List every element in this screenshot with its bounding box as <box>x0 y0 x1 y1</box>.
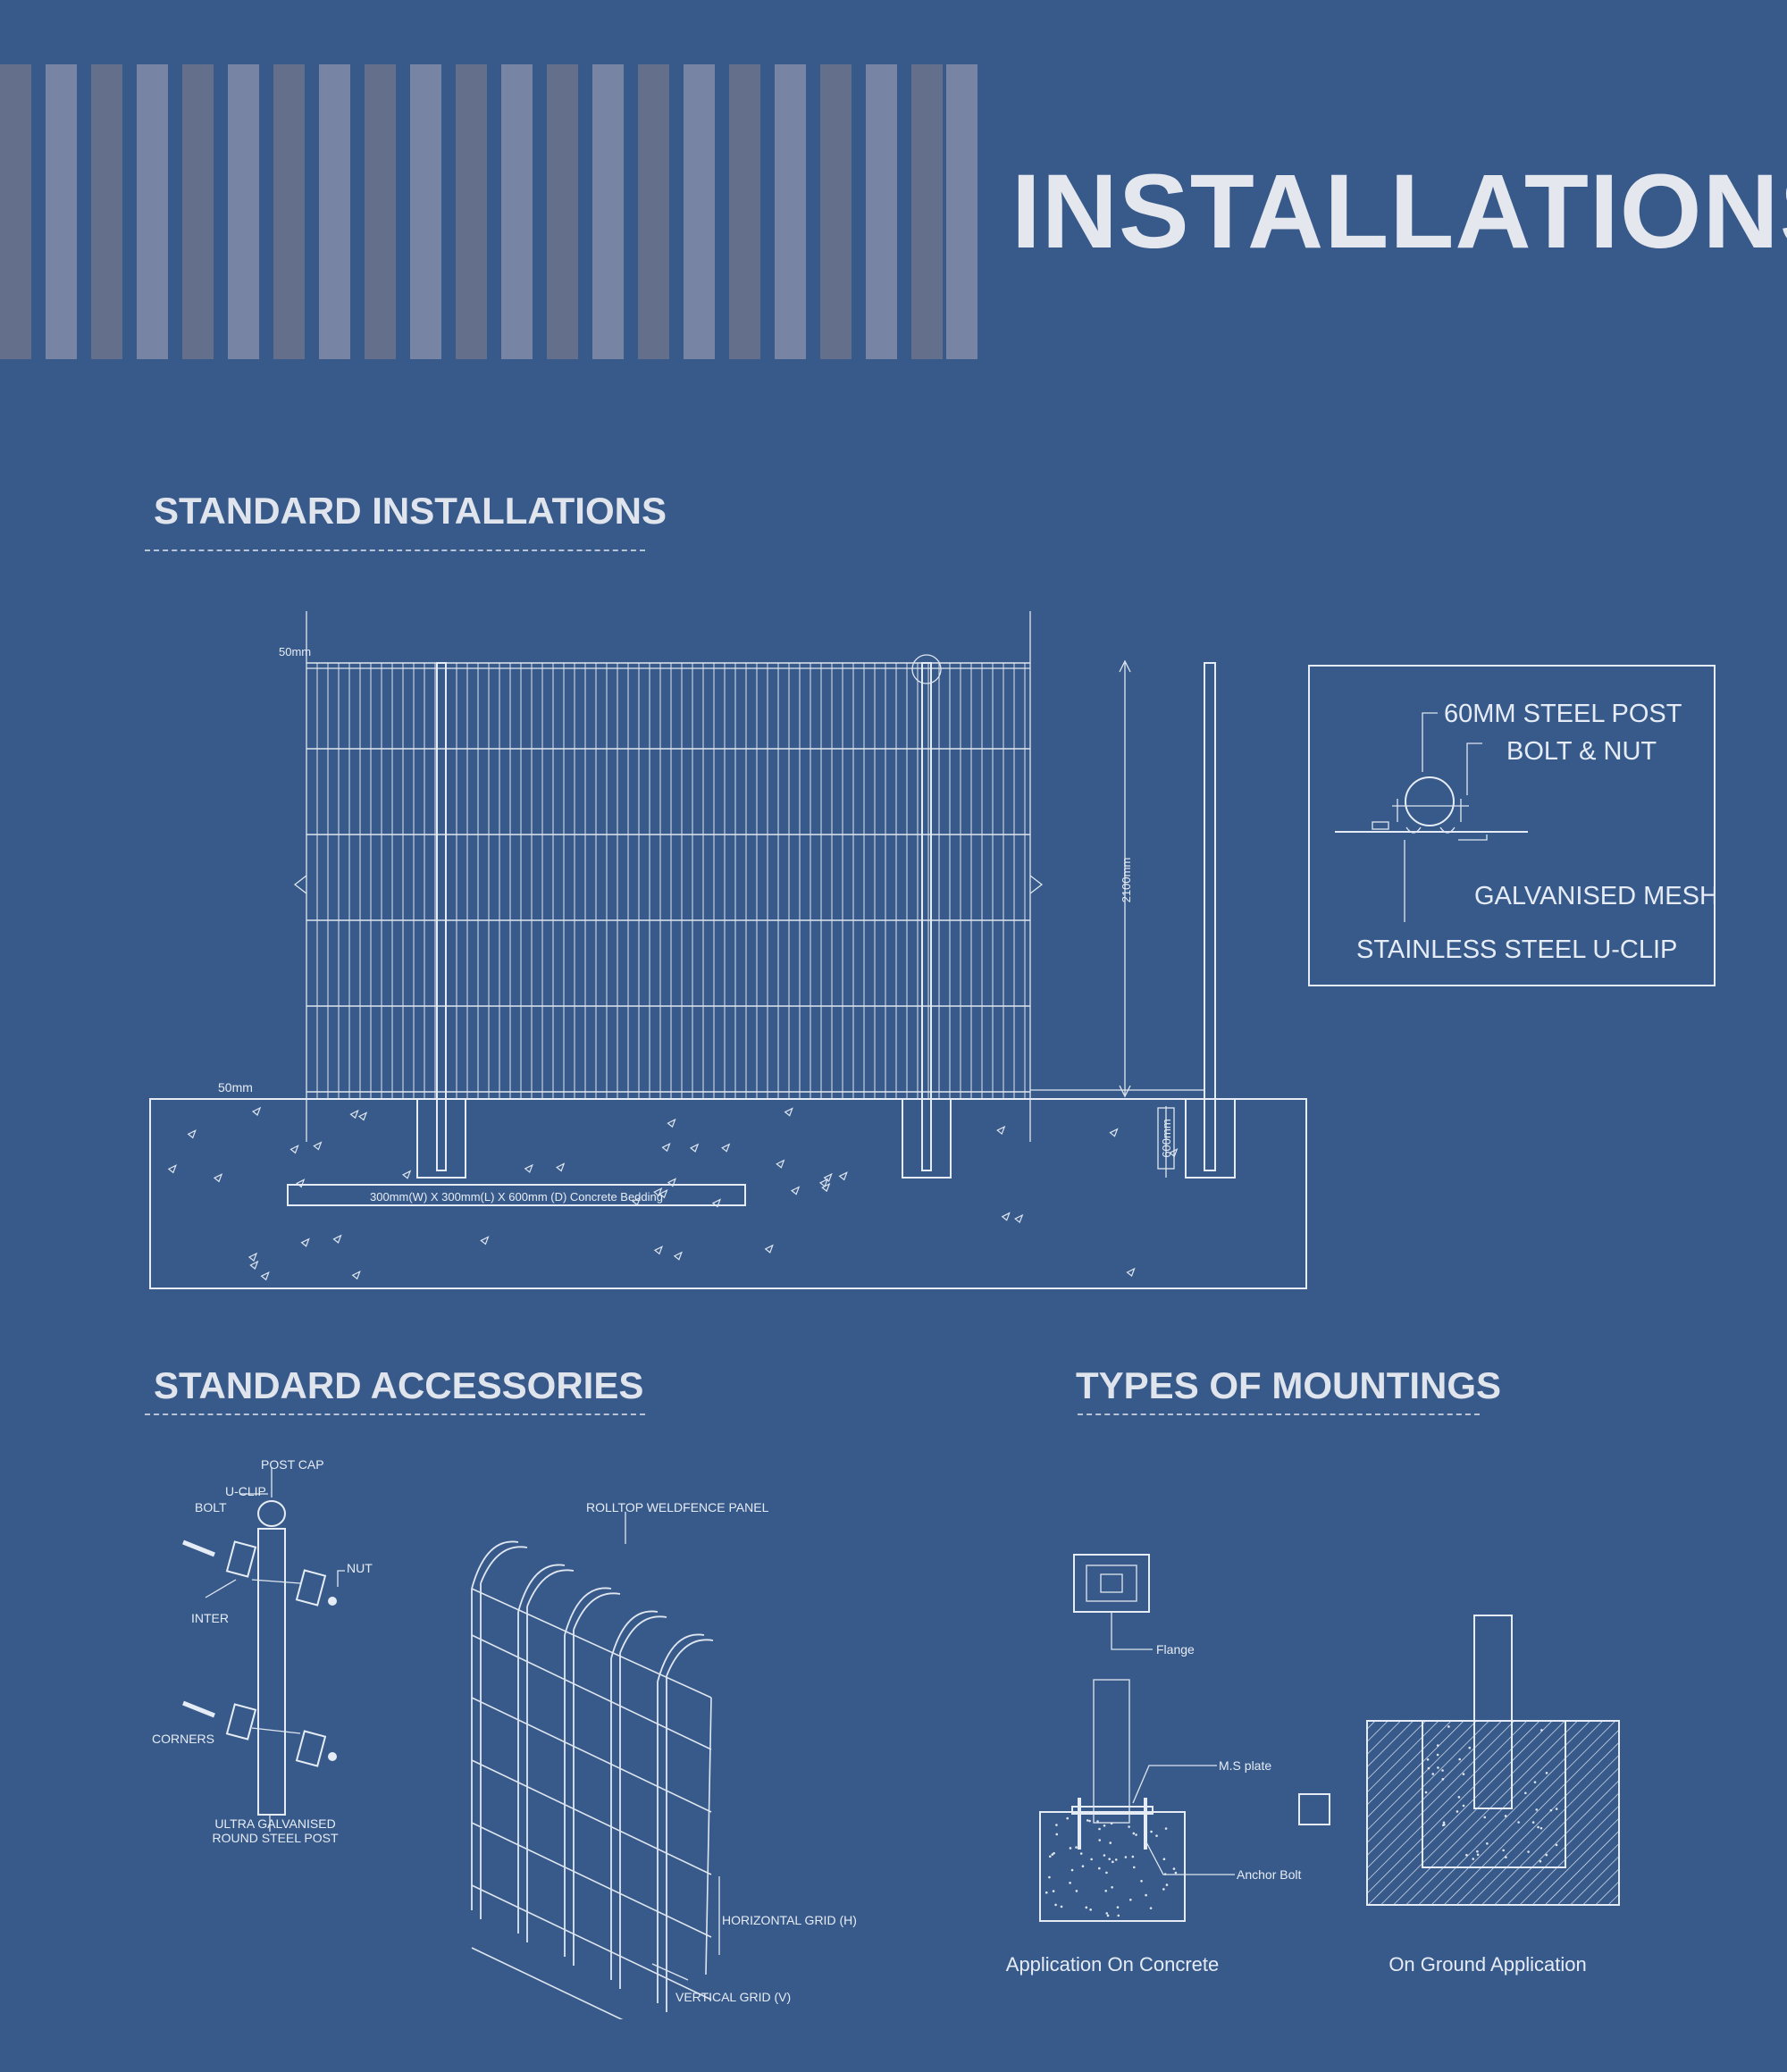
caption-ground: On Ground Application <box>1388 1953 1586 1976</box>
flange-icon <box>1073 1554 1150 1613</box>
height-label: 2100mm <box>1120 858 1133 903</box>
label-rolltop-panel: ROLLTOP WELDFENCE PANEL <box>586 1500 769 1514</box>
concrete-block-icon <box>1039 1811 1186 1922</box>
concrete-speckle <box>1045 1725 1558 1917</box>
post-detail-callout <box>911 654 942 684</box>
bolt-icon <box>182 1539 215 1557</box>
section-title-standard-installations: STANDARD INSTALLATIONS <box>154 490 667 532</box>
concrete-bedding <box>149 1098 1307 1289</box>
uclip-icon <box>295 1730 327 1767</box>
nut-icon <box>328 1597 337 1606</box>
bolt-icon <box>182 1700 215 1718</box>
ground-hatch-icon <box>1366 1720 1620 1906</box>
label-bolt-nut: BOLT & NUT <box>1506 737 1657 766</box>
round-steel-post-icon <box>257 1528 286 1816</box>
label-uclip: STAINLESS STEEL U-CLIP <box>1356 935 1677 964</box>
caption-concrete: Application On Concrete <box>1006 1953 1219 1976</box>
post-footing-2 <box>902 1099 952 1179</box>
edge-marker <box>293 875 307 894</box>
separator-square-icon <box>1298 1793 1330 1825</box>
ground-footing-icon <box>1422 1720 1566 1868</box>
uclip-icon <box>225 1540 257 1578</box>
label-corners: CORNERS <box>152 1732 214 1746</box>
post-icon <box>1093 1679 1130 1824</box>
label-flange: Flange <box>1156 1642 1195 1657</box>
post-cap-icon <box>257 1500 286 1527</box>
uclip-icon <box>295 1569 327 1606</box>
accessories-drawing: POST CAP U-CLIP BOLT NUT INTER CORNERS U… <box>152 1457 857 2019</box>
section-title-types-of-mountings: TYPES OF MOUNTINGS <box>1076 1364 1502 1406</box>
label-nut: NUT <box>347 1561 373 1575</box>
label-inter: INTER <box>191 1611 229 1625</box>
label-bolt: BOLT <box>195 1500 227 1514</box>
top-offset-label: 50mm <box>279 645 311 659</box>
side-view-post <box>1204 662 1216 1171</box>
edge-marker <box>1029 875 1044 894</box>
section-rule <box>145 549 645 551</box>
label-horizontal-grid: HORIZONTAL GRID (H) <box>722 1913 857 1927</box>
fence-post-1 <box>436 662 447 1171</box>
section-rule <box>1078 1413 1480 1415</box>
concrete-aggregate <box>167 1106 1179 1281</box>
post-footing-3 <box>1185 1099 1236 1179</box>
label-post-line2: ROUND STEEL POST <box>212 1831 339 1845</box>
label-uclip-small: U-CLIP <box>225 1484 266 1498</box>
post-detail-box <box>1308 665 1716 986</box>
label-post-cap: POST CAP <box>261 1457 324 1472</box>
nut-icon <box>328 1752 337 1761</box>
label-vertical-grid: VERTICAL GRID (V) <box>675 1990 791 2004</box>
label-galvanised-mesh: GALVANISED MESH <box>1474 882 1716 910</box>
rolltop-panel-icon <box>471 1540 714 2019</box>
ground-post-icon <box>1473 1615 1513 1809</box>
header-stripes <box>0 64 977 359</box>
fence-post-2 <box>921 662 932 1171</box>
section-rule <box>145 1413 645 1415</box>
label-steel-post: 60MM STEEL POST <box>1444 700 1682 728</box>
post-detail-drawing: 60MM STEEL POST BOLT & NUT GALVANISED ME… <box>1335 700 1716 964</box>
post-section-icon <box>1405 776 1455 826</box>
label-ms-plate: M.S plate <box>1219 1758 1271 1773</box>
ms-plate-icon <box>1071 1806 1154 1815</box>
bottom-offset-label: 50mm <box>218 1080 253 1095</box>
label-post-line1: ULTRA GALVANISED <box>214 1816 335 1831</box>
weld-mesh-panel <box>306 662 1030 1099</box>
bedding-label-box <box>287 1184 746 1206</box>
mountings-drawing: Flange M.S plate Anchor Bolt Application… <box>1006 1554 1620 1976</box>
depth-label: 600mm <box>1160 1119 1173 1157</box>
bedding-label: 300mm(W) X 300mm(L) X 600mm (D) Concrete… <box>370 1190 663 1204</box>
post-footing-1 <box>416 1099 466 1179</box>
label-anchor-bolt: Anchor Bolt <box>1237 1867 1301 1882</box>
page-title: INSTALLATIONS <box>1011 153 1787 271</box>
uclip-icon <box>225 1703 257 1741</box>
section-title-standard-accessories: STANDARD ACCESSORIES <box>154 1364 644 1406</box>
